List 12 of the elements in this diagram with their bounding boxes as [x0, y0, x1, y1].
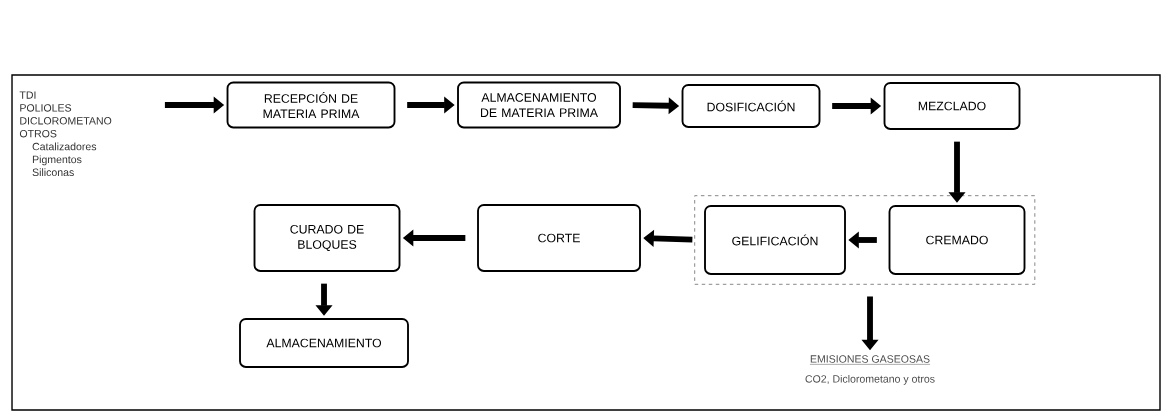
process-box: GELIFICACIÓN: [704, 205, 846, 275]
process-box: ALMACENAMIENTO DE MATERIA PRIMA: [457, 81, 621, 129]
dashed-group-box: [694, 195, 1036, 285]
process-box: CREMADO: [888, 205, 1026, 275]
process-box: RECEPCIÓN DE MATERIA PRIMA: [226, 81, 396, 129]
process-box: CURADO DE BLOQUES: [253, 204, 401, 272]
process-box: ALMACENAMIENTO: [239, 318, 409, 368]
process-box: MEZCLADO: [883, 82, 1021, 130]
process-box: CORTE: [477, 204, 641, 272]
input-list: TDI POLIOLES DICLOROMETANO OTROS Catalizadores Pigmentos Siliconas: [19, 91, 112, 177]
emissions-text: EMISIONES GASEOSAS CO2, Diclorometano y otros: [805, 355, 935, 385]
process-box: DOSIFICACIÓN: [681, 84, 821, 128]
